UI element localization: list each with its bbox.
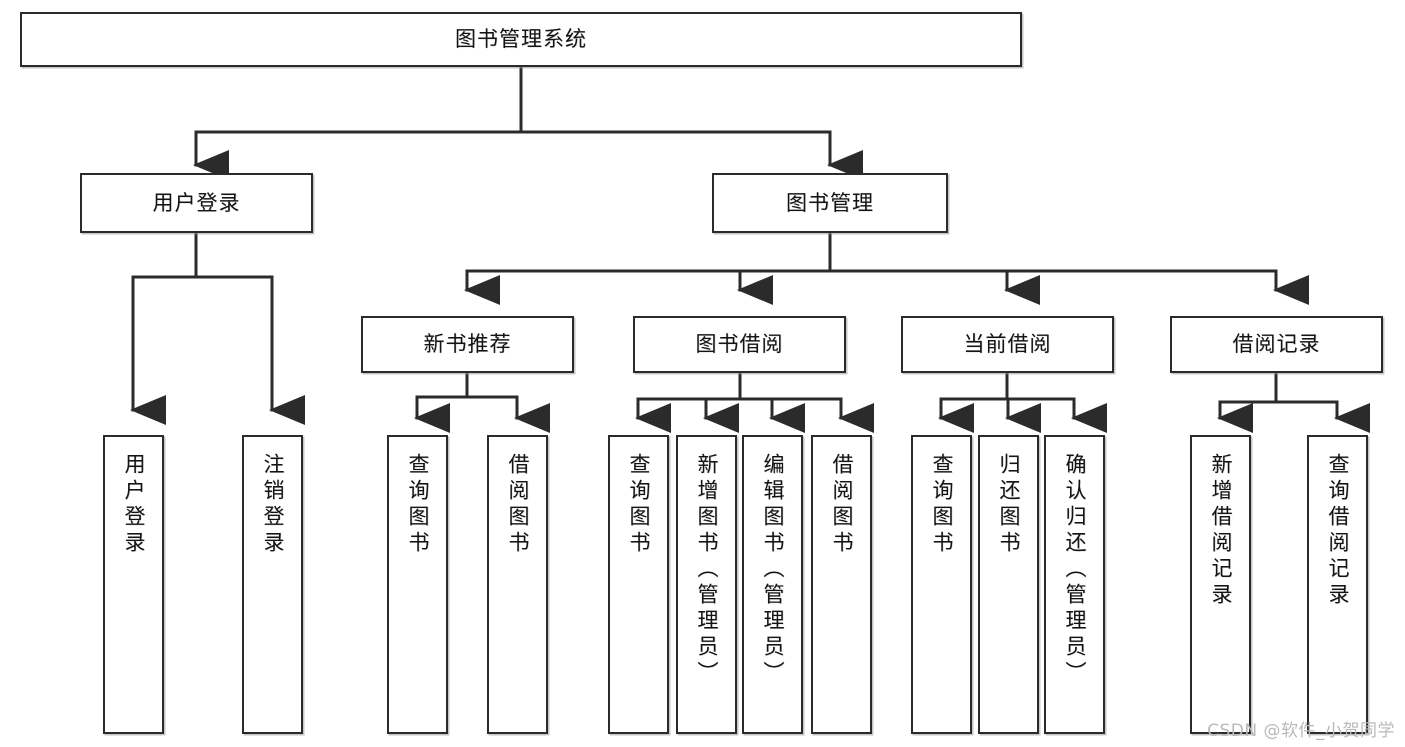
node-leaf-add-book[interactable]: 新增图书（管理员） [676,435,737,734]
node-user-login[interactable]: 用户登录 [80,173,313,233]
node-user-login-label: 用户登录 [152,190,241,215]
node-leaf-return-book[interactable]: 归还图书 [978,435,1039,734]
node-leaf-borrow-book-2[interactable]: 借阅图书 [811,435,872,734]
node-leaf-query-book-2-label: 查询图书 [627,453,651,557]
node-leaf-add-book-label: 新增图书（管理员） [695,453,719,687]
node-leaf-borrow-book-1-label: 借阅图书 [506,453,530,557]
node-leaf-edit-book-label: 编辑图书（管理员） [761,453,785,687]
node-borrow-record[interactable]: 借阅记录 [1170,316,1383,373]
node-leaf-confirm-return[interactable]: 确认归还（管理员） [1044,435,1105,734]
node-leaf-query-book-3-label: 查询图书 [930,453,954,557]
node-leaf-query-book-3[interactable]: 查询图书 [911,435,972,734]
node-leaf-query-book-1[interactable]: 查询图书 [387,435,448,734]
node-leaf-add-record[interactable]: 新增借阅记录 [1190,435,1251,734]
watermark: CSDN @软件_小贺同学 [1207,721,1395,741]
node-leaf-return-book-label: 归还图书 [997,453,1021,557]
node-leaf-query-book-1-label: 查询图书 [406,453,430,557]
node-leaf-borrow-book-2-label: 借阅图书 [830,453,854,557]
node-leaf-confirm-return-label: 确认归还（管理员） [1063,453,1087,687]
node-leaf-query-book-2[interactable]: 查询图书 [608,435,669,734]
node-new-book-recommend-label: 新书推荐 [423,332,512,357]
node-root[interactable]: 图书管理系统 [20,12,1022,67]
node-root-label: 图书管理系统 [455,27,587,52]
node-current-borrow[interactable]: 当前借阅 [901,316,1114,373]
node-leaf-query-record-label: 查询借阅记录 [1326,453,1350,609]
node-leaf-logout[interactable]: 注销登录 [242,435,303,734]
node-book-manage[interactable]: 图书管理 [712,173,948,233]
node-leaf-query-record[interactable]: 查询借阅记录 [1307,435,1368,734]
node-leaf-add-record-label: 新增借阅记录 [1209,453,1233,609]
node-book-borrow[interactable]: 图书借阅 [633,316,846,373]
node-leaf-user-login-label: 用户登录 [122,453,146,557]
node-leaf-logout-label: 注销登录 [261,453,285,557]
node-leaf-user-login[interactable]: 用户登录 [103,435,164,734]
node-borrow-record-label: 借阅记录 [1232,332,1321,357]
node-new-book-recommend[interactable]: 新书推荐 [361,316,574,373]
node-current-borrow-label: 当前借阅 [963,332,1052,357]
node-leaf-edit-book[interactable]: 编辑图书（管理员） [742,435,803,734]
node-leaf-borrow-book-1[interactable]: 借阅图书 [487,435,548,734]
node-book-manage-label: 图书管理 [786,190,874,215]
node-book-borrow-label: 图书借阅 [695,332,784,357]
